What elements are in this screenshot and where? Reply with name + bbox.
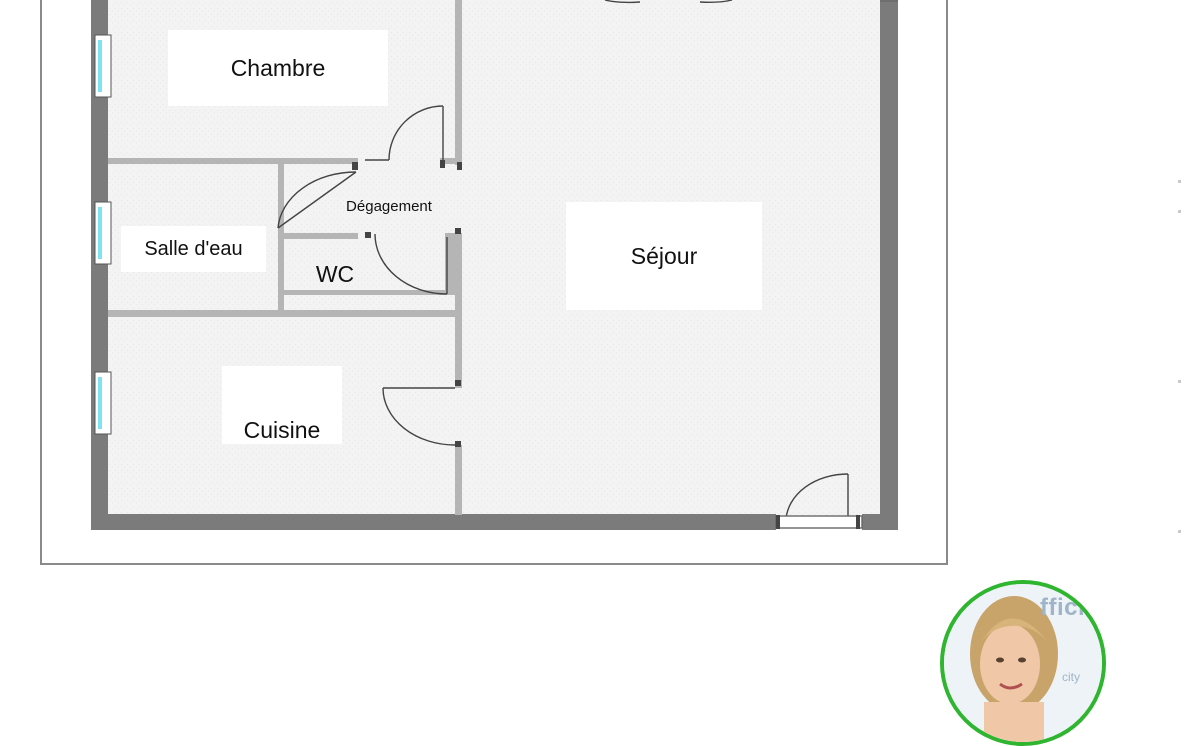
room-label-chambre: Chambre — [168, 30, 388, 106]
partition-wc-bottom — [278, 290, 456, 295]
agent-brand-text: ffici — [1040, 594, 1086, 621]
door-cuisine — [382, 387, 456, 446]
partition-wc-v2 — [445, 233, 455, 293]
room-label-degagement: Dégagement — [346, 197, 432, 215]
agent-avatar[interactable]: ffici city — [940, 580, 1106, 746]
outer-wall-right — [880, 0, 898, 530]
window-chambre — [94, 34, 112, 98]
door-chambre — [365, 105, 444, 161]
partition-main-mid — [455, 233, 462, 388]
window-cuisine — [94, 371, 112, 435]
window-salle-deau — [94, 201, 112, 265]
agent-brand-subtext: city — [1062, 670, 1080, 684]
door-entry — [775, 473, 863, 529]
door-wc — [374, 233, 448, 295]
partition-chambre-b — [440, 158, 455, 164]
outer-wall-top-right — [880, 0, 898, 2]
outer-wall-bottom-left — [91, 514, 776, 530]
partition-deg-left — [278, 164, 284, 228]
door-jambs — [352, 160, 860, 529]
room-label-sejour: Séjour — [566, 202, 762, 310]
room-label-salle-deau: Salle d'eau — [121, 226, 266, 272]
door-sejour-top — [604, 0, 733, 4]
room-label-wc: WC — [315, 260, 355, 287]
partition-main-top — [455, 0, 462, 165]
partition-sdb-v1 — [278, 228, 284, 314]
door-salle-deau — [277, 171, 357, 229]
room-label-cuisine: Cuisine — [222, 366, 342, 444]
partition-chambre — [108, 158, 358, 164]
partition-wc-top — [278, 233, 358, 239]
edge-marks — [1178, 180, 1184, 560]
partition-main-bottom — [455, 445, 462, 515]
